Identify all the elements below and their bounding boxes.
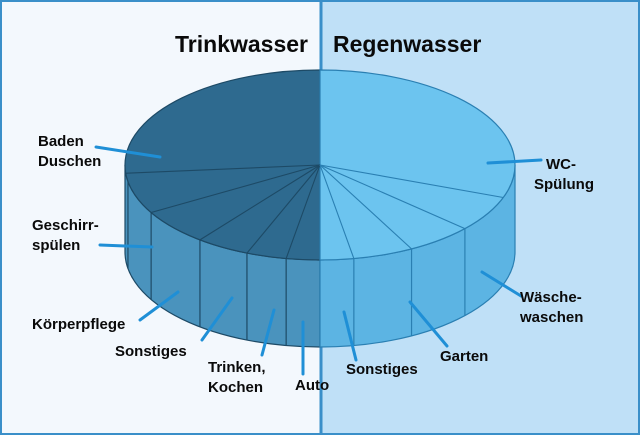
slice-line-4 — [285, 164, 321, 259]
pie-top — [124, 69, 516, 261]
label-auto: Auto — [295, 377, 329, 394]
header-trinkwasser: Trinkwasser — [175, 31, 308, 57]
leader-koerper — [138, 290, 180, 322]
label-garten: Garten — [440, 348, 488, 365]
label-waesche-waschen: Wäsche- waschen — [519, 289, 586, 326]
label-baden-duschen: Baden Duschen — [38, 133, 101, 170]
top-regenwasser — [319, 69, 516, 261]
leader-sonstiges-left — [200, 296, 234, 342]
slice-line-8 — [319, 164, 504, 199]
slice-line-0 — [125, 164, 321, 174]
slice-line-2 — [199, 164, 321, 241]
slice-line-6 — [319, 164, 412, 250]
leader-baden — [94, 145, 162, 159]
label-trinken-kochen: Trinken, Kochen — [208, 359, 270, 396]
label-sonstiges-regenwasser: Sonstiges — [346, 361, 418, 378]
slice-line-7 — [319, 164, 466, 230]
leader-sonstiges-right — [342, 310, 358, 362]
label-sonstiges-trinkwasser: Sonstiges — [115, 343, 187, 360]
leader-waesche — [480, 270, 523, 298]
label-wc-spuelung: WC- Spülung — [534, 156, 594, 193]
slice-line-5 — [319, 164, 355, 259]
slice-line-3 — [246, 164, 321, 254]
pie-side — [124, 164, 516, 348]
leader-trinken — [260, 308, 276, 357]
header-regenwasser: Regenwasser — [333, 31, 481, 57]
leader-wc — [486, 158, 543, 165]
leader-lines — [94, 145, 543, 376]
leader-geschirr — [98, 243, 154, 249]
leader-garten — [408, 300, 449, 348]
label-koerperpflege: Körperpflege — [32, 316, 125, 333]
top-trinkwasser — [124, 69, 321, 261]
slice-line-1 — [150, 164, 321, 214]
label-geschirr-spuelen: Geschirr- spülen — [32, 217, 103, 254]
